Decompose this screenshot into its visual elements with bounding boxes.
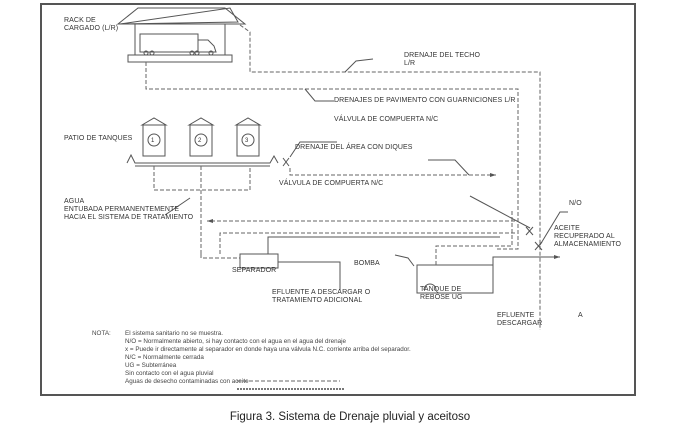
label-overflow-tank-2: REBOSE UG	[420, 294, 463, 301]
gate-valve-icon	[282, 157, 290, 167]
label-pavement-drains: DRENAJES DE PAVIMENTO CON GUARNICIONES L…	[334, 97, 516, 104]
label-effluent-treatment: EFLUENTE A DESCARGAR O	[272, 289, 371, 296]
tank-number: 2	[198, 138, 202, 144]
pavement-drain-line	[145, 62, 519, 250]
label-separator: SEPARADOR	[232, 267, 277, 274]
label-gate-valve-bottom: VÁLVULA DE COMPUERTA N/C	[279, 180, 384, 187]
tank-number: 1	[151, 138, 155, 144]
label-effluent-treatment-2: TRATAMIENTO ADICIONAL	[272, 297, 363, 304]
label-rack-2: CARGADO (L/R)	[64, 25, 119, 32]
label-effluent-a: A	[578, 312, 583, 319]
tank-yard-icon	[126, 117, 279, 167]
note-item: El sistema sanitario no se muestra.	[125, 330, 223, 337]
note-item: Aguas de desecho contaminadas con aceite	[125, 378, 249, 385]
label-roof-drain-2: L/R	[404, 60, 416, 67]
label-gate-valve-top: VÁLVULA DE COMPUERTA N/C	[334, 116, 439, 123]
note-item: N/C = Normalmente cerrada	[125, 354, 204, 361]
overflow-tank-icon	[416, 264, 494, 294]
note-item: N/O = Normalmente abierto, si hay contac…	[125, 338, 347, 345]
label-no-valve: N/O	[569, 200, 582, 207]
separator-icon	[239, 253, 279, 269]
label-oil-3: ALMACENAMIENTO	[554, 241, 622, 248]
note-item: Sin contacto con el agua pluvial	[125, 370, 214, 377]
label-roof-drain: DRENAJE DEL TECHO	[404, 52, 480, 59]
label-tank-yard: PATIO DE TANQUES	[64, 135, 133, 142]
loading-rack-icon	[116, 7, 247, 63]
label-effluent-discharge-2: DESCARGAR	[497, 320, 543, 327]
roof-drain-line	[239, 24, 541, 330]
label-overflow-tank: TANQUE DE	[420, 286, 462, 293]
note-item: UG = Subterránea	[125, 362, 177, 369]
label-rack: RACK DE	[64, 17, 96, 24]
figure-caption: Figura 3. Sistema de Drenaje pluvial y a…	[229, 411, 471, 423]
label-water-2: ENTUBADA PERMANENTEMENTE	[64, 206, 180, 213]
label-water-3: HACIA EL SISTEMA DE TRATAMIENTO	[64, 214, 194, 221]
diagram-frame	[40, 3, 636, 396]
label-oil-2: RECUPERADO AL	[554, 233, 615, 240]
label-pump: BOMBA	[354, 260, 380, 267]
notes-title: NOTA:	[92, 330, 111, 337]
note-item: x = Puede ir directamente al separador e…	[125, 346, 411, 353]
label-effluent-discharge: EFLUENTE	[497, 312, 535, 319]
truck-icon	[139, 33, 217, 56]
label-dike-drain: DRENAJE DEL ÁREA CON DIQUES	[295, 144, 413, 151]
label-water: AGUA	[64, 198, 85, 205]
tank-number: 3	[245, 138, 249, 144]
label-oil: ACEITE	[554, 225, 580, 232]
